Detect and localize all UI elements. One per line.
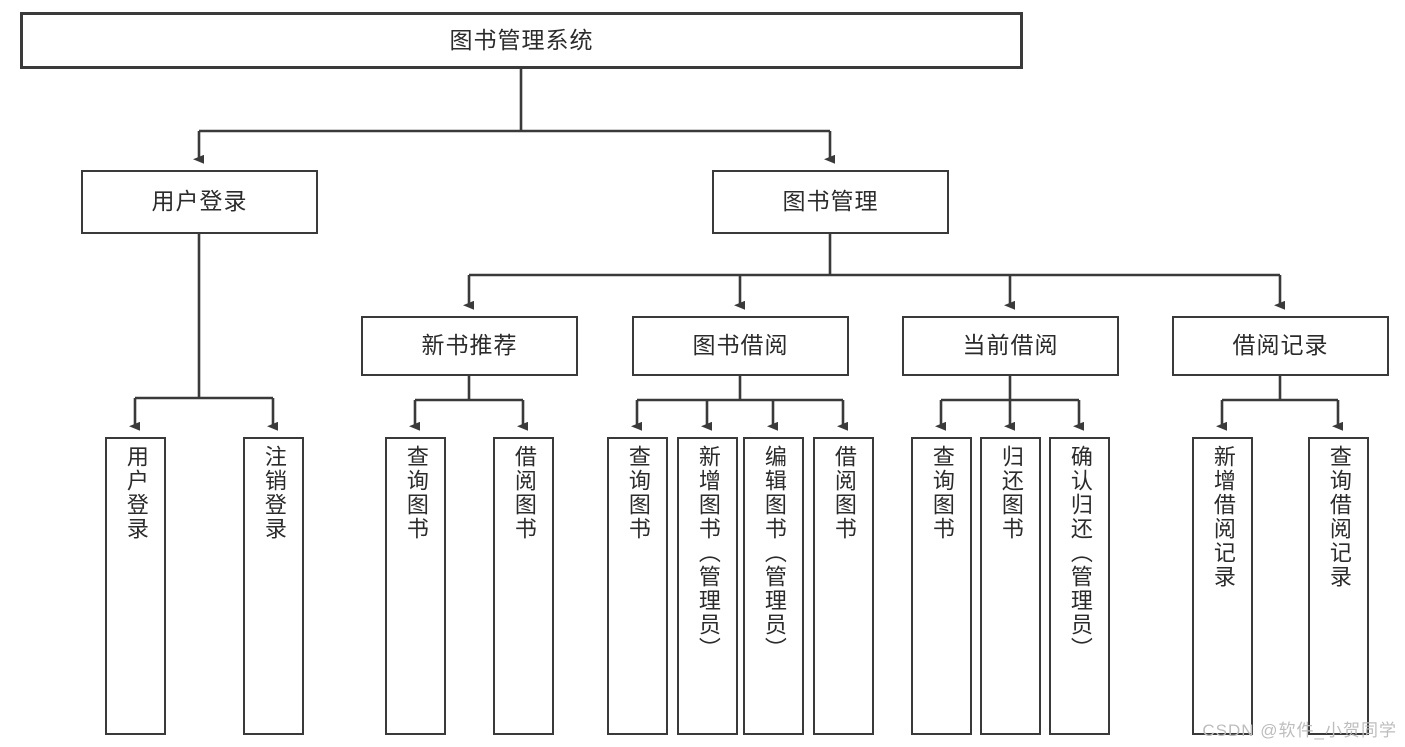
node-current-borrow[interactable]: 当前借阅	[902, 316, 1119, 376]
node-book-borrow[interactable]: 图书借阅	[632, 316, 849, 376]
leaf-borrow-record-add[interactable]: 新增借阅记录	[1192, 437, 1253, 735]
node-borrow-record[interactable]: 借阅记录	[1172, 316, 1389, 376]
node-label: 用户登录	[151, 188, 248, 215]
node-label: 归还图书	[998, 445, 1024, 541]
leaf-book-borrow-borrow[interactable]: 借阅图书	[813, 437, 874, 735]
node-label: 当前借阅	[962, 332, 1059, 359]
watermark: CSDN @软件_小贺同学	[1202, 721, 1397, 740]
node-label: 图书借阅	[692, 332, 789, 359]
leaf-current-borrow-confirm-return[interactable]: 确认归还（管理员）	[1049, 437, 1110, 735]
leaf-user-login-signout[interactable]: 注销登录	[243, 437, 304, 735]
node-label: 借阅图书	[511, 445, 537, 541]
leaf-book-borrow-add[interactable]: 新增图书（管理员）	[677, 437, 738, 735]
node-label: 注销登录	[261, 445, 287, 541]
node-label: 查询图书	[403, 445, 429, 541]
leaf-borrow-record-query[interactable]: 查询借阅记录	[1308, 437, 1369, 735]
leaf-book-borrow-query[interactable]: 查询图书	[607, 437, 668, 735]
node-user-login[interactable]: 用户登录	[81, 170, 318, 234]
node-label: 编辑图书（管理员）	[761, 445, 787, 661]
node-label: 确认归还（管理员）	[1067, 445, 1093, 661]
node-label: 查询图书	[625, 445, 651, 541]
node-label: 查询借阅记录	[1326, 445, 1352, 589]
leaf-new-book-borrow[interactable]: 借阅图书	[493, 437, 554, 735]
node-label: 用户登录	[123, 445, 149, 541]
node-book-management[interactable]: 图书管理	[712, 170, 949, 234]
node-label: 查询图书	[929, 445, 955, 541]
leaf-user-login-signin[interactable]: 用户登录	[105, 437, 166, 735]
node-label: 借阅记录	[1232, 332, 1329, 359]
leaf-current-borrow-return[interactable]: 归还图书	[980, 437, 1041, 735]
node-label: 新书推荐	[421, 332, 518, 359]
node-label: 借阅图书	[831, 445, 857, 541]
node-root-system[interactable]: 图书管理系统	[20, 12, 1023, 69]
node-label: 新增图书（管理员）	[695, 445, 721, 661]
leaf-book-borrow-edit[interactable]: 编辑图书（管理员）	[743, 437, 804, 735]
node-label: 图书管理	[782, 188, 879, 215]
leaf-current-borrow-query[interactable]: 查询图书	[911, 437, 972, 735]
node-label: 新增借阅记录	[1210, 445, 1236, 589]
leaf-new-book-query[interactable]: 查询图书	[385, 437, 446, 735]
node-label: 图书管理系统	[449, 26, 594, 53]
node-new-book-recommend[interactable]: 新书推荐	[361, 316, 578, 376]
